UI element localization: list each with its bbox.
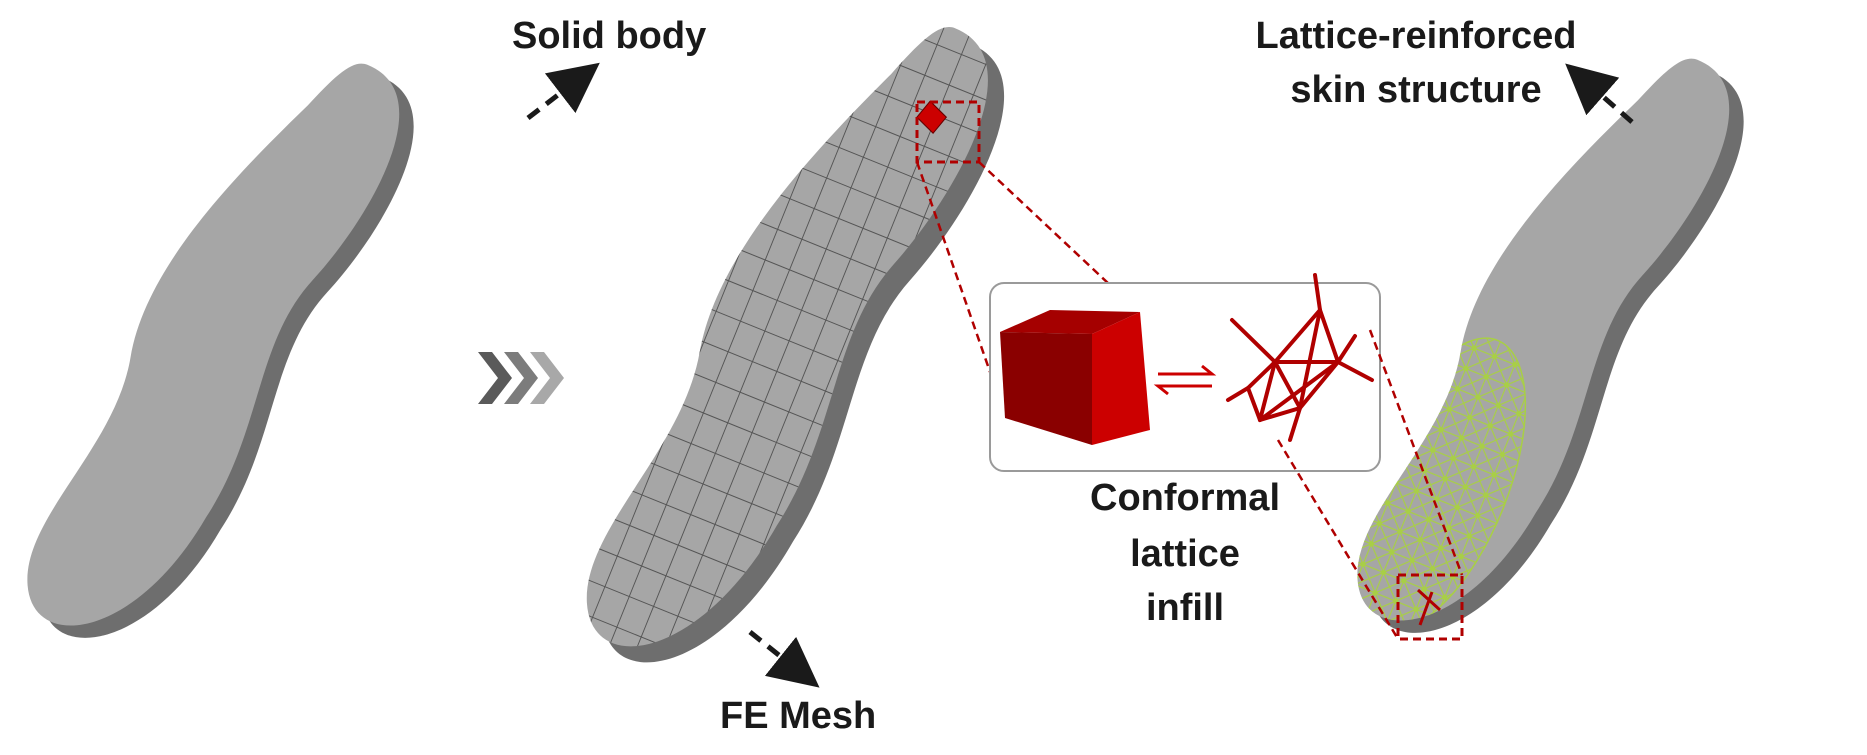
conformal-label-line1: Conformal <box>1090 477 1280 519</box>
triple-chevron-right-icon <box>478 352 564 404</box>
fe-mesh-insole <box>568 0 1027 715</box>
conformal-label-line2: lattice <box>1130 533 1240 575</box>
cube-side-face <box>1000 332 1092 445</box>
chevron-dark <box>478 352 512 404</box>
lattice-skin-arrow <box>1565 63 1634 124</box>
chevron-light <box>530 352 564 404</box>
highlighted-element <box>916 100 948 135</box>
solid-body-insole <box>10 16 435 687</box>
lattice-skin-label-line1: Lattice-reinforced <box>1256 15 1577 57</box>
cube-front-face <box>1092 312 1150 445</box>
cube-top-face <box>1000 310 1140 334</box>
mesh-highlight-box <box>915 100 981 164</box>
lattice-unit-cell-icon <box>1226 273 1374 442</box>
lattice-skin-label-line2: skin structure <box>1290 69 1541 111</box>
conformal-label-line3: infill <box>1146 587 1224 629</box>
connector-lattice-to-skin-top <box>1368 329 1464 576</box>
solid-body-top <box>10 16 420 675</box>
fe-mesh-top <box>568 0 1010 698</box>
chevron-mid <box>504 352 538 404</box>
solid-cube-icon <box>1000 310 1150 445</box>
infill-highlight-box <box>1396 573 1464 641</box>
fe-mesh-label: FE Mesh <box>720 695 876 737</box>
infill-highlight-cell <box>1416 588 1442 626</box>
equilibrium-arrows-icon <box>1153 364 1217 396</box>
fe-mesh-arrow <box>748 630 820 688</box>
solid-body-label: Solid body <box>512 15 706 57</box>
solid-body-arrow <box>526 62 600 120</box>
